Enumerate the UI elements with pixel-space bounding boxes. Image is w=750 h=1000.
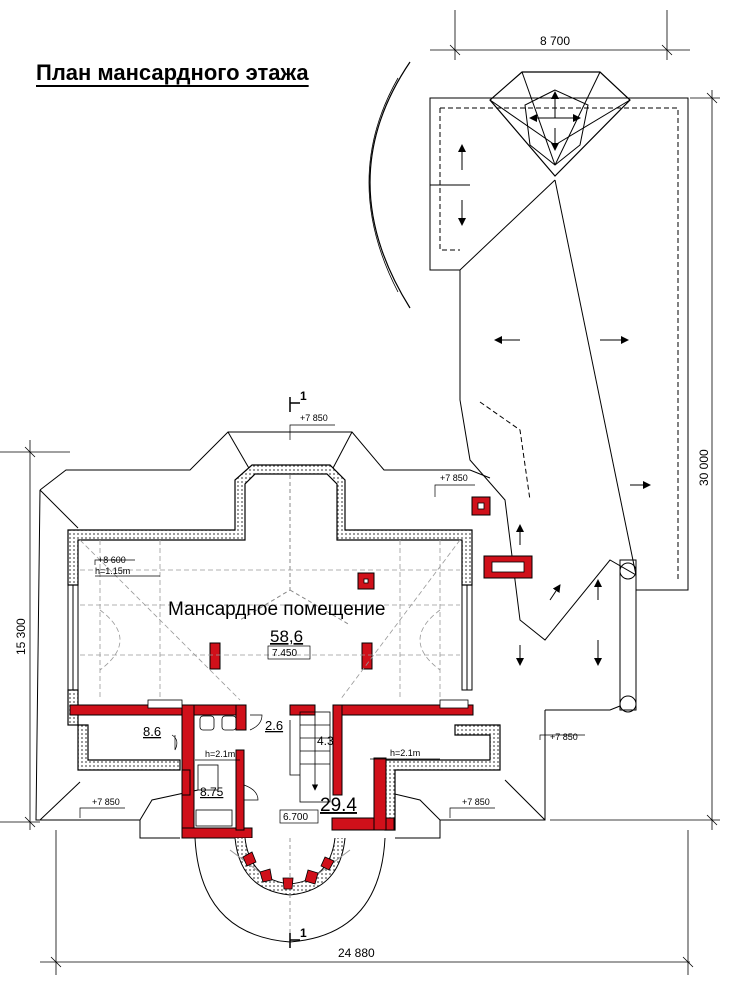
terrace-arc [369, 61, 411, 309]
elev-inner-top-left: +8 600 [98, 555, 126, 565]
section-mark-top-label: 1 [300, 389, 307, 403]
door-swings [171, 714, 263, 801]
dim-bottom-width: 24 880 [338, 946, 375, 960]
roof-outline [35, 431, 546, 839]
bay-window [194, 837, 386, 943]
room-hall-area: 2.6 [265, 718, 283, 733]
structural-walls [69, 496, 533, 839]
garage-roof [429, 71, 689, 713]
plan-title: План мансардного этажа [36, 60, 309, 85]
windows [67, 584, 473, 796]
room-left-area: 8.6 [143, 724, 161, 739]
dim-left-height: 15 300 [14, 618, 28, 655]
slope-arrows [458, 91, 651, 666]
section-mark-bottom-label: 1 [300, 926, 307, 940]
staircase [289, 711, 331, 803]
room-bath-area: 8.75 [200, 785, 224, 799]
dim-right-height: 30 000 [697, 449, 711, 486]
section-mark-bottom [289, 933, 300, 948]
room-hall-level: 6.700 [283, 812, 308, 823]
room-stair-area: 4.3 [317, 734, 334, 748]
height-left-room: h=1.15m [95, 566, 130, 576]
room-main-name: Мансардное помещение [168, 599, 385, 620]
room-main-level: 7.450 [272, 648, 297, 659]
bay-columns [242, 851, 335, 890]
elev-bottom-right: +7 850 [462, 797, 490, 807]
dimension-lines [0, 10, 720, 975]
bathroom-fixtures [195, 715, 237, 827]
room-right-area: 29.4 [320, 795, 357, 816]
elev-top-right: +7 850 [440, 473, 468, 483]
height-bathroom: h=2.1m [205, 749, 235, 759]
room-main-area: 58,6 [270, 627, 303, 646]
elev-top-center: +7 850 [300, 413, 328, 423]
ceiling-lines [79, 539, 461, 701]
elev-bottom-left: +7 850 [92, 797, 120, 807]
elev-right: +7 850 [550, 732, 578, 742]
dim-top-width: 8 700 [540, 34, 570, 48]
section-mark-top [289, 397, 300, 412]
height-right-room: h=2.1m [390, 748, 420, 758]
elevation-leaders [79, 424, 585, 818]
